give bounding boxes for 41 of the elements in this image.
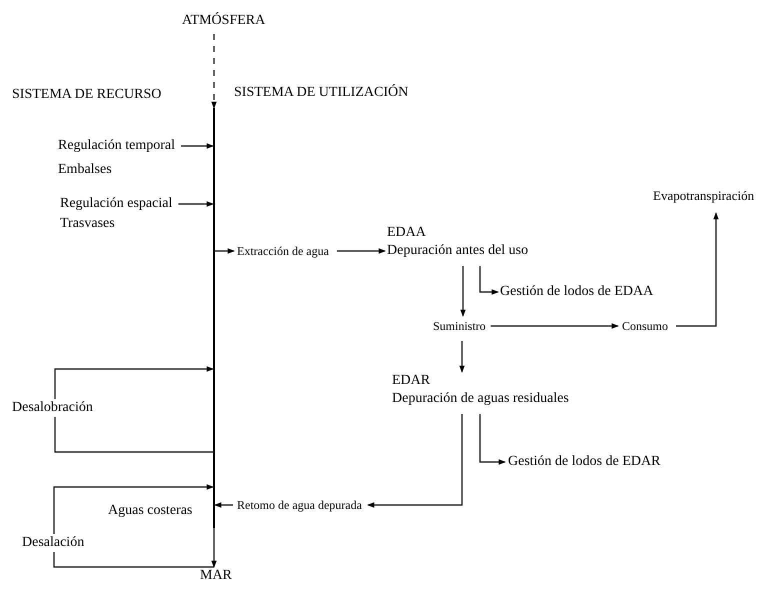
process-label: Suministro: [433, 318, 486, 335]
arrow: [336, 248, 386, 254]
text-label: SISTEMA DE UTILIZACIÓN: [234, 84, 408, 102]
sink-label: ATMÓSFERA: [182, 12, 266, 30]
process-label: Regulación temporal: [58, 137, 176, 155]
process-label: Consumo: [622, 318, 668, 335]
text-label: SISTEMA DE RECURSO: [12, 86, 162, 104]
arrow: [211, 528, 217, 568]
arrow: [367, 414, 463, 508]
connector-line: [53, 552, 214, 568]
arrow: [460, 266, 466, 317]
process-label: Desalación: [22, 534, 84, 552]
connector-line: [54, 417, 213, 453]
arrow: [181, 143, 214, 149]
arrow: [676, 212, 719, 327]
arrow: [459, 341, 465, 373]
arrow: [214, 502, 233, 508]
process-label: Gestión de lodos de EDAR: [508, 453, 660, 471]
arrow: [54, 366, 214, 399]
channel-line: [213, 108, 215, 528]
process-label: Regulación espacial: [60, 195, 172, 213]
arrow: [479, 266, 499, 295]
process-label: Extracción de agua: [237, 243, 329, 260]
arrow: [211, 34, 217, 109]
process-label: EDAA: [387, 224, 427, 242]
process-label: Depuración antes del uso: [387, 242, 528, 260]
process-label: Desalobración: [12, 399, 93, 417]
process-label: Trasvases: [60, 215, 116, 233]
process-label: Gestión de lodos de EDAA: [500, 283, 654, 301]
arrow: [490, 323, 619, 329]
text-label: Aguas costeras: [108, 502, 192, 520]
process-label: Depuración de aguas residuales: [392, 390, 569, 408]
arrow: [479, 414, 506, 465]
sink-label: MAR: [200, 567, 232, 585]
arrow: [178, 201, 214, 207]
process-label: Evapotranspiración: [653, 187, 754, 205]
arrow: [53, 484, 214, 534]
process-label: Retomo de agua depurada: [237, 497, 362, 514]
arrow: [215, 248, 235, 254]
process-label: Embalses: [58, 161, 113, 179]
process-label: EDAR: [392, 372, 432, 390]
